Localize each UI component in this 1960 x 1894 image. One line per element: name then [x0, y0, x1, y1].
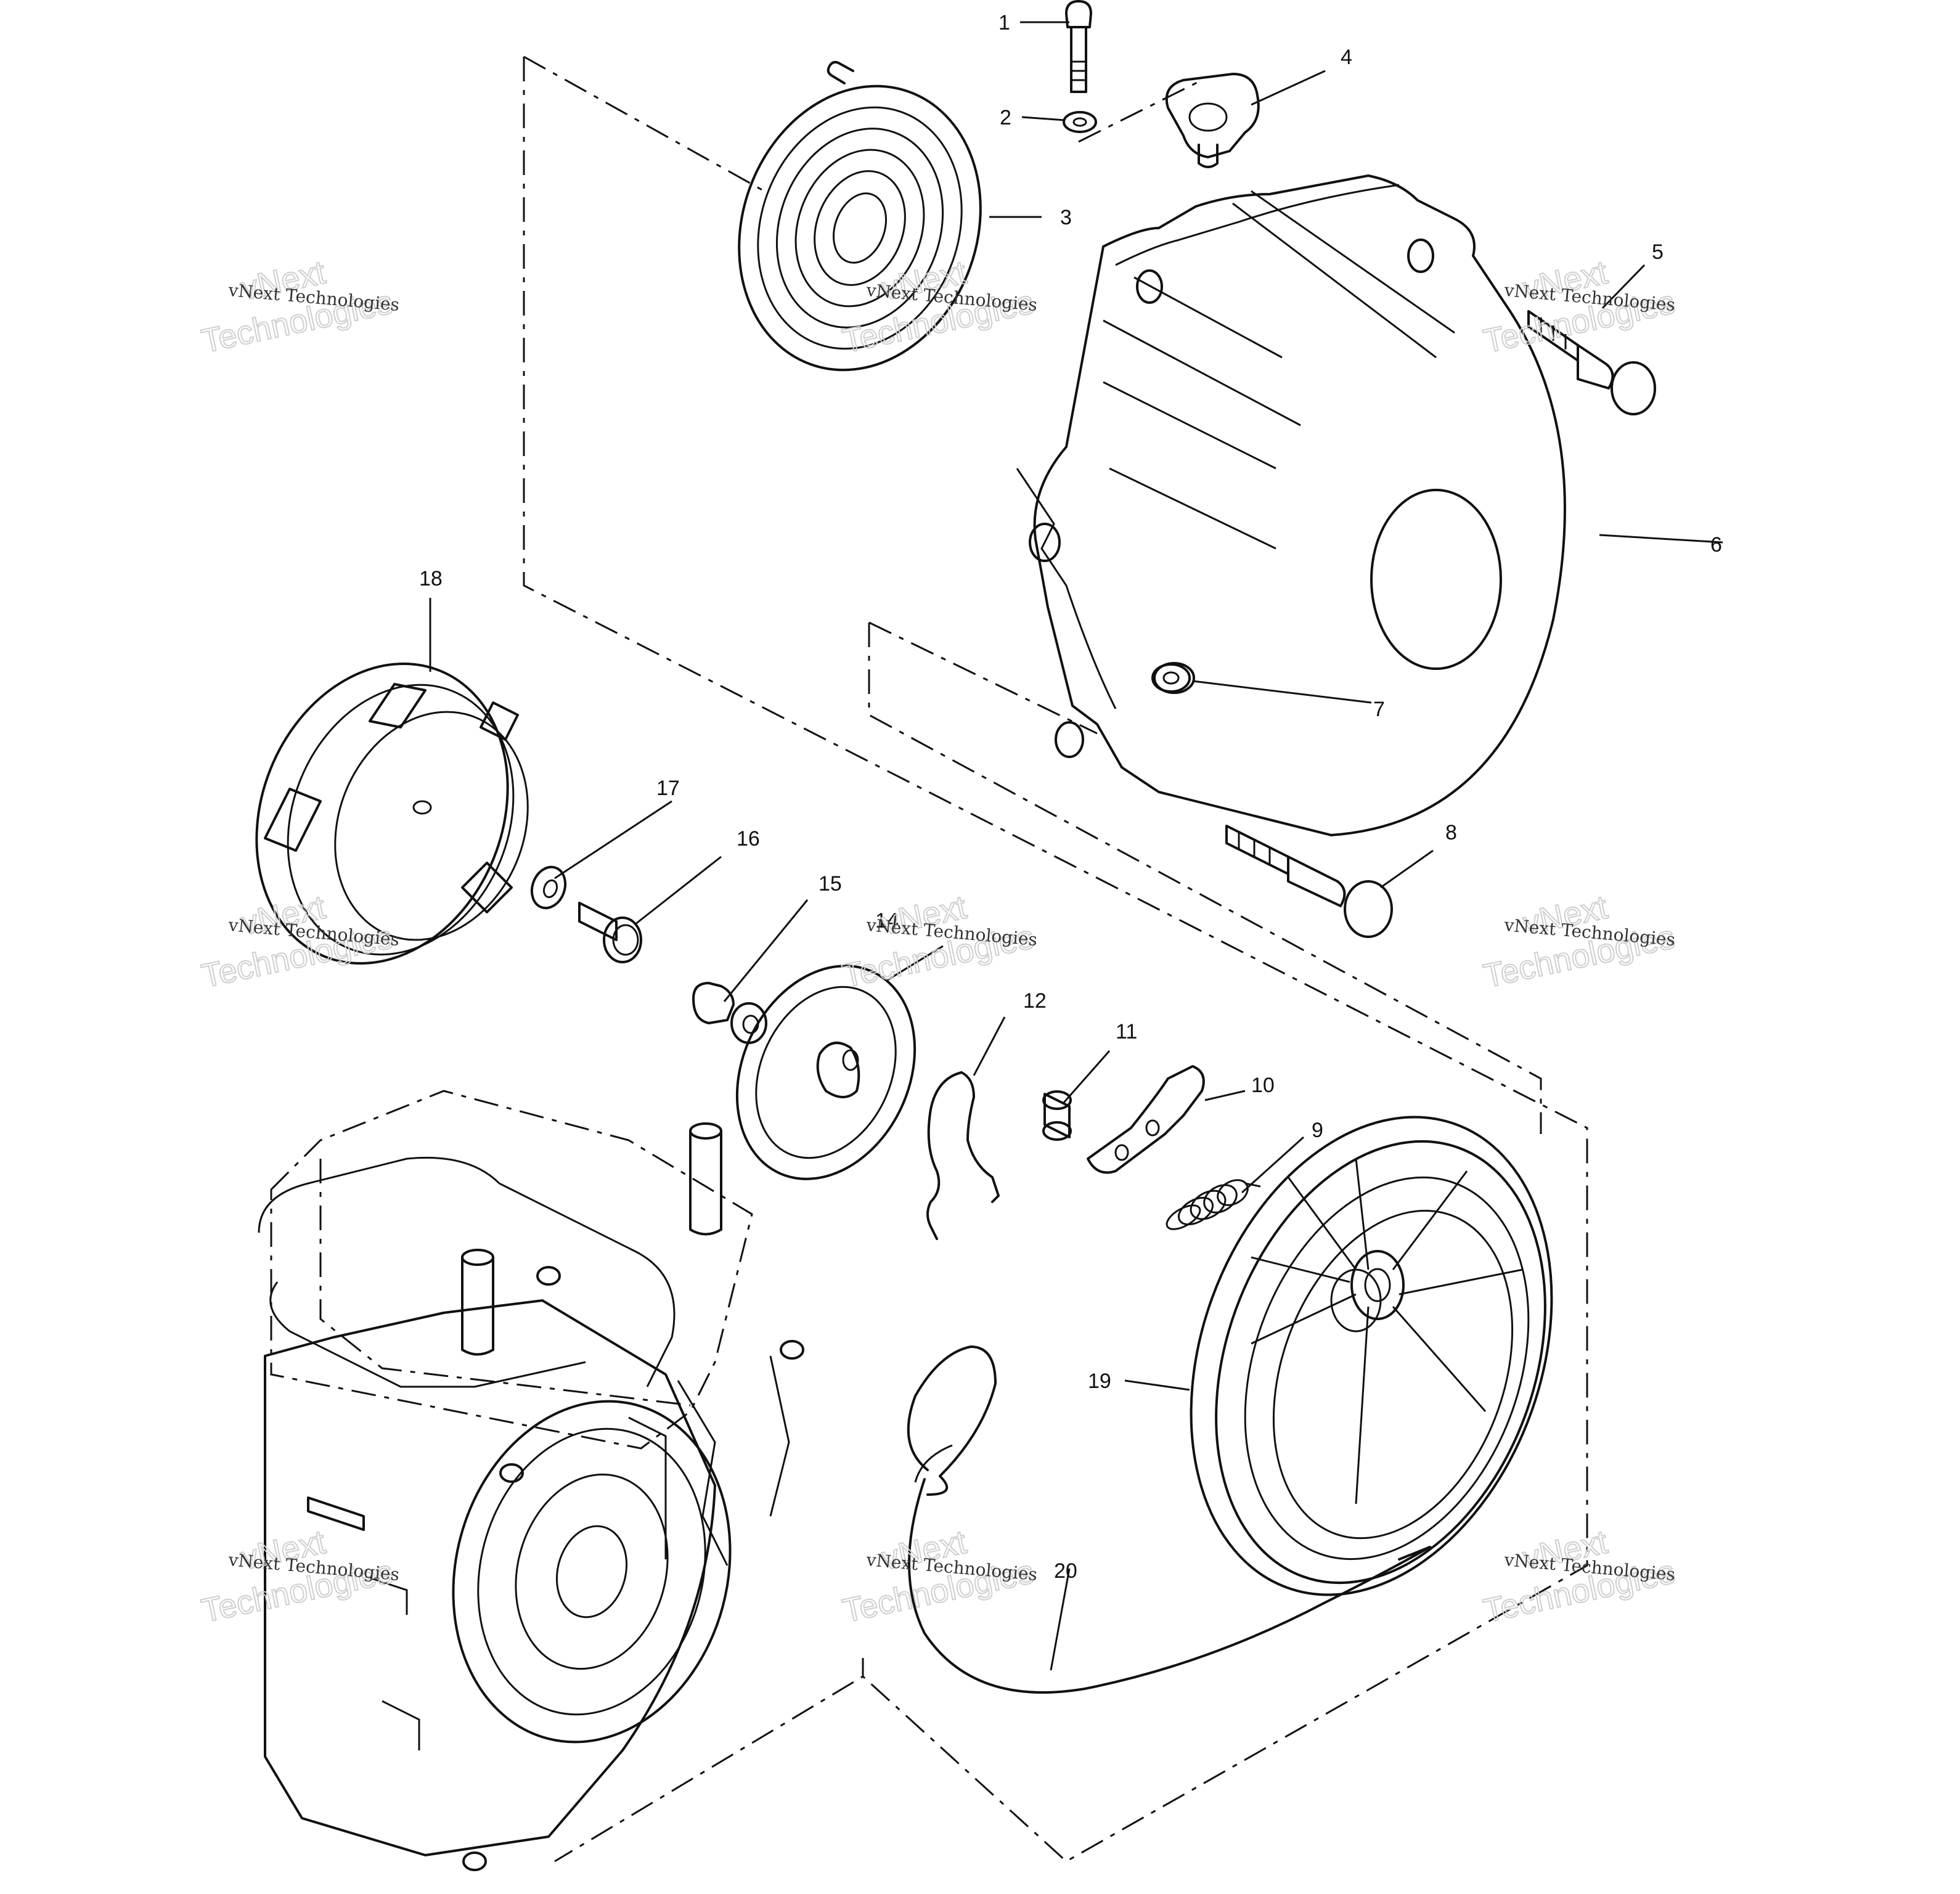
callout-15: 15	[819, 872, 842, 896]
callout-14: 14	[875, 909, 899, 933]
bushing-part-11	[1042, 1090, 1072, 1141]
callout-3: 3	[1060, 206, 1072, 229]
callout-19: 19	[1088, 1369, 1111, 1393]
callout-11: 11	[1116, 1020, 1137, 1043]
recoil-spring-part-3	[738, 60, 982, 372]
friction-plate-part-14	[735, 965, 917, 1180]
leader-lines	[429, 21, 1723, 1671]
starter-rope-part-20	[907, 1345, 1431, 1694]
assembly-outline	[523, 55, 1588, 1863]
bolt-part-16	[578, 902, 642, 963]
pawl-part-10	[1087, 1065, 1205, 1174]
callout-20: 20	[1054, 1559, 1077, 1583]
spring-clip-part-12	[926, 1071, 1000, 1240]
starter-housing-part-6	[1016, 174, 1566, 836]
washer-part-17	[530, 865, 567, 910]
callout-16: 16	[737, 827, 760, 851]
callout-labels: 1 2 3 4 5 6 7 8 9 10 11 12 14 15 16 17 1…	[419, 11, 1722, 1583]
bolt-part-5	[1527, 310, 1656, 415]
callout-8: 8	[1445, 821, 1457, 844]
callout-1: 1	[998, 11, 1010, 35]
callout-10: 10	[1251, 1074, 1275, 1097]
washer-part-2	[1063, 111, 1097, 133]
callout-2: 2	[1000, 106, 1011, 129]
callout-12: 12	[1023, 989, 1047, 1013]
screw-part-1	[1065, 0, 1092, 93]
nut-part-15	[692, 982, 767, 1044]
crankcase-block	[258, 1090, 804, 1871]
callout-17: 17	[656, 777, 680, 800]
callout-18: 18	[419, 567, 443, 590]
callout-9: 9	[1312, 1119, 1323, 1142]
rope-pulley-part-19	[1190, 1116, 1553, 1596]
washer-part-7	[1153, 662, 1195, 694]
callout-7: 7	[1373, 698, 1385, 721]
coil-spring-part-9	[1166, 1179, 1261, 1230]
callout-4: 4	[1341, 46, 1352, 69]
callout-6: 6	[1710, 533, 1722, 557]
callout-5: 5	[1652, 240, 1664, 264]
bolt-part-8	[1225, 825, 1393, 938]
starter-cup-part-18	[255, 662, 529, 965]
bushing-plate-part-4	[1165, 73, 1260, 168]
